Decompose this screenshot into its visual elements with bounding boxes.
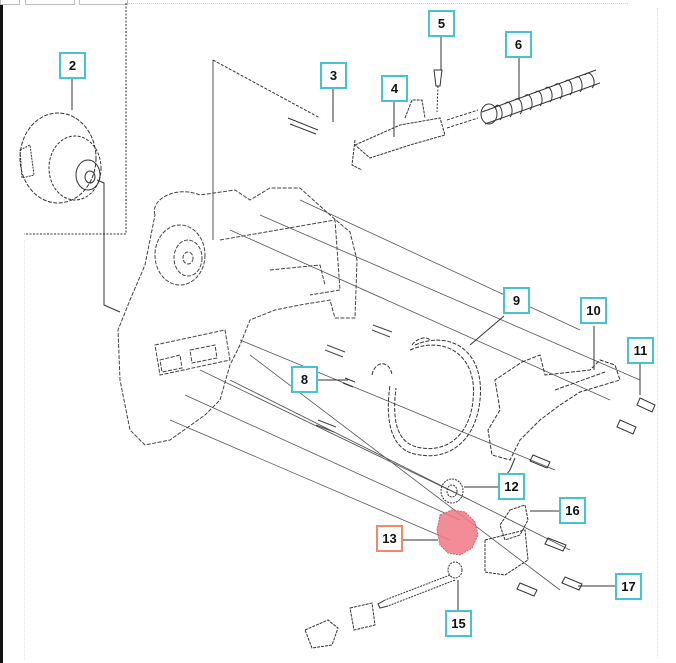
frame-border-right — [657, 8, 658, 658]
leader-line — [96, 179, 121, 313]
part-3-pin — [287, 117, 319, 135]
adjuster-nut — [304, 602, 376, 649]
part-10-bracket — [487, 354, 621, 461]
callout-part-5[interactable]: 5 — [428, 10, 455, 37]
part-2-group-box — [24, 3, 127, 235]
callout-part-12[interactable]: 12 — [498, 473, 525, 500]
part-11-screws — [529, 397, 656, 469]
part-2-clutch — [19, 112, 102, 204]
callout-part-15[interactable]: 15 — [445, 610, 472, 637]
housing-pins — [315, 324, 393, 433]
part-9-brake-band — [371, 337, 481, 457]
callout-part-17[interactable]: 17 — [615, 573, 642, 600]
callout-part-11[interactable]: 11 — [627, 337, 654, 364]
construction-lines — [169, 199, 641, 591]
callout-part-8[interactable]: 8 — [291, 366, 318, 393]
callout-part-13-selected[interactable]: 13 — [376, 525, 403, 552]
part-15-adjuster-screw — [377, 561, 463, 609]
callout-part-3[interactable]: 3 — [320, 62, 347, 89]
callout-part-9[interactable]: 9 — [503, 287, 530, 314]
window-edge — [0, 0, 3, 663]
callout-part-4[interactable]: 4 — [381, 75, 408, 102]
toolbar-tab-3[interactable] — [79, 0, 128, 5]
toolbar-tab-1[interactable] — [0, 0, 20, 5]
part-17-screws — [516, 537, 583, 597]
clutch-cover-housing — [117, 187, 358, 446]
callout-part-2[interactable]: 2 — [59, 52, 86, 79]
callout-leaders — [71, 36, 641, 610]
callout-part-10[interactable]: 10 — [580, 297, 607, 324]
part-6-spring — [446, 69, 601, 129]
part-12-gear — [440, 478, 464, 504]
part-13-adjuster-gear-highlighted — [436, 509, 479, 556]
callout-part-6[interactable]: 6 — [505, 31, 532, 58]
part-4-lever — [351, 99, 446, 171]
toolbar-tab-2[interactable] — [25, 0, 75, 5]
callout-part-16[interactable]: 16 — [559, 497, 586, 524]
frame-border-top — [128, 3, 628, 4]
part-8-pin — [342, 377, 356, 388]
leader-line — [212, 59, 321, 119]
part-16-plate — [484, 504, 529, 576]
part-5-screw — [433, 69, 443, 113]
frame-border-left — [24, 240, 25, 660]
